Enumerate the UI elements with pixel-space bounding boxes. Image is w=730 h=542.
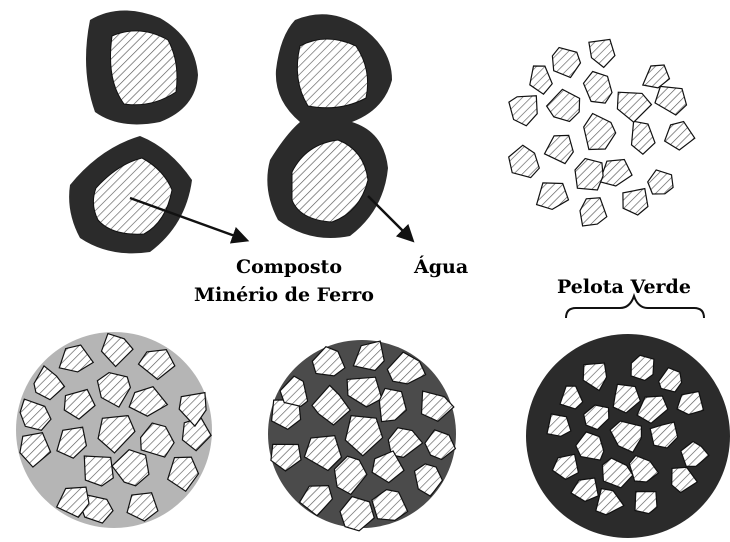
ore-grain <box>648 170 673 194</box>
label-agua: Água <box>414 256 468 278</box>
ore-grain <box>552 48 580 78</box>
ore-grain <box>580 198 607 226</box>
stage-6-green-pellet <box>526 334 730 538</box>
ore-grain <box>655 86 687 115</box>
ore-grain <box>111 31 178 105</box>
ore-grain <box>584 114 616 150</box>
ore-grain <box>545 135 574 163</box>
ore-grain <box>600 160 632 187</box>
ore-grain <box>575 159 603 191</box>
ore-grain <box>643 65 670 88</box>
ore-grain <box>665 122 695 150</box>
label-minerio-de-ferro: Minério de Ferro <box>194 284 374 306</box>
ore-grain <box>589 39 615 67</box>
ore-grain <box>584 72 613 104</box>
stage-3-cluster <box>509 39 695 226</box>
ore-grain <box>509 145 540 177</box>
ore-grain <box>297 39 367 108</box>
ore-grain <box>547 89 580 121</box>
arrow-agua <box>368 196 412 240</box>
ore-grain <box>537 183 569 210</box>
stage-4-cluster <box>16 332 212 528</box>
ore-grain <box>635 492 657 514</box>
pelota-brace <box>566 296 704 318</box>
stage-2-grains <box>267 14 392 238</box>
label-pelota-verde: Pelota Verde <box>557 276 691 298</box>
ore-grain <box>509 96 537 126</box>
label-composto: Composto <box>236 256 342 278</box>
ore-grain <box>623 189 648 215</box>
ore-grain <box>617 92 651 122</box>
ore-grain <box>530 66 552 94</box>
ore-grain <box>84 456 113 486</box>
ore-grain <box>632 121 656 154</box>
stage-5-cluster <box>268 340 456 531</box>
